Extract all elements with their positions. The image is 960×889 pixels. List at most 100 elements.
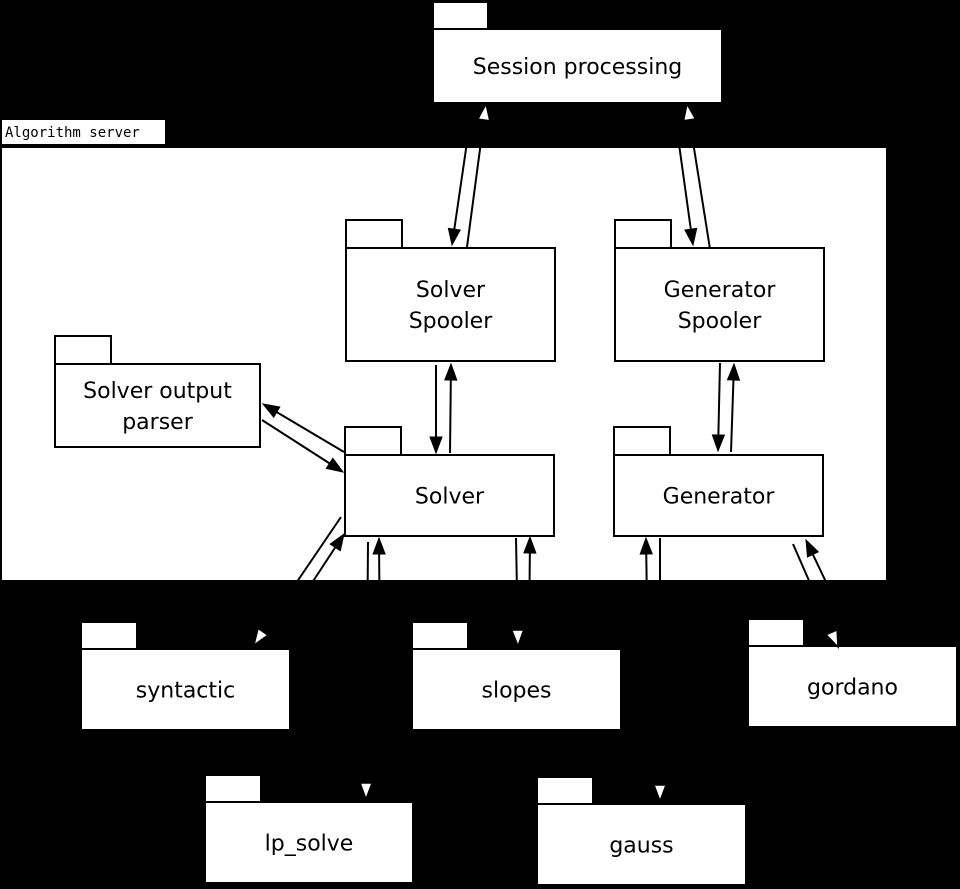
filled-arrowhead xyxy=(805,538,820,558)
connection-lp-solve-to-solver xyxy=(372,536,386,801)
connection-line xyxy=(262,516,342,633)
package-syntactic: syntactic xyxy=(80,621,291,731)
package-label: Spooler xyxy=(678,309,762,334)
package-body xyxy=(747,645,958,728)
packages-layer: Session processingSolverSpoolerGenerator… xyxy=(54,1,958,886)
connection-gauss-to-generator xyxy=(639,536,653,802)
package-body xyxy=(345,247,556,362)
connection-solver-spooler-to-session xyxy=(466,101,491,248)
connection-session-to-solver-spooler xyxy=(447,107,473,247)
filled-arrowhead xyxy=(444,362,458,381)
package-label: Generator xyxy=(663,485,776,510)
connection-slopes-to-solver xyxy=(523,535,537,647)
connection-generator-to-generator-spooler xyxy=(726,362,741,453)
filled-arrowhead xyxy=(684,227,698,247)
package-tab xyxy=(536,776,594,805)
package-body xyxy=(411,648,622,731)
filled-arrowhead xyxy=(711,434,726,453)
connection-solver-to-solver-spooler xyxy=(444,362,458,454)
package-tab xyxy=(613,426,671,456)
package-label: Session processing xyxy=(473,55,683,80)
package-tab xyxy=(204,774,262,803)
package-gordano: gordano xyxy=(747,618,958,728)
connection-solver-to-lp-solve xyxy=(359,541,374,802)
open-arrowhead xyxy=(510,629,525,649)
package-label: gordano xyxy=(807,676,898,701)
package-label: Solver output xyxy=(83,379,232,404)
package-label: Solver xyxy=(416,278,486,303)
package-lp-solve: lp_solve xyxy=(204,774,414,884)
connections-layer xyxy=(252,101,857,804)
filled-arrowhead xyxy=(429,436,443,455)
filled-arrowhead xyxy=(639,536,653,555)
connection-line xyxy=(688,119,711,250)
package-label: Solver xyxy=(415,485,485,510)
filled-arrowhead xyxy=(325,457,345,473)
package-tab xyxy=(54,335,112,365)
open-arrowhead xyxy=(476,101,491,122)
connection-generator-to-gordano xyxy=(792,543,839,649)
connection-line xyxy=(792,543,833,633)
connection-solver-spooler-to-solver xyxy=(429,365,443,455)
package-slopes: slopes xyxy=(411,621,622,731)
connection-line xyxy=(365,541,369,784)
open-arrowhead xyxy=(359,782,374,802)
open-arrowhead xyxy=(682,101,697,122)
algorithm-server-label: Algorithm server xyxy=(5,125,140,141)
package-solver: Solver xyxy=(344,426,555,537)
package-body xyxy=(613,454,824,537)
package-body xyxy=(614,247,825,362)
filled-arrowhead xyxy=(523,535,537,554)
connection-gordano-to-generator xyxy=(805,538,857,646)
algorithm-server-tab xyxy=(0,118,167,146)
connection-line xyxy=(528,552,531,647)
open-arrowhead xyxy=(252,627,270,647)
connection-session-to-generator-spooler xyxy=(673,107,698,247)
package-label: lp_solve xyxy=(265,832,354,857)
package-body xyxy=(54,363,261,448)
package-tab xyxy=(344,426,402,456)
package-tab xyxy=(345,219,403,249)
connection-line xyxy=(673,107,692,230)
connection-line xyxy=(730,379,735,453)
package-body xyxy=(80,648,291,731)
filled-arrowhead xyxy=(329,532,345,552)
package-label: gauss xyxy=(609,834,673,859)
filled-arrowhead xyxy=(447,227,461,247)
connection-solver-to-syntactic xyxy=(252,516,342,647)
package-session: Session processing xyxy=(432,1,723,104)
package-label: parser xyxy=(122,410,193,435)
open-arrowhead xyxy=(652,784,668,804)
package-body xyxy=(536,803,747,886)
connection-line xyxy=(269,546,337,648)
package-body xyxy=(204,801,414,884)
filled-arrowhead xyxy=(726,362,741,381)
connection-line xyxy=(466,119,485,248)
package-tab xyxy=(80,621,138,650)
connection-syntactic-to-solver xyxy=(269,532,345,648)
connection-output-parser-to-solver xyxy=(261,419,345,473)
open-arrowhead xyxy=(824,628,839,649)
connection-line xyxy=(453,107,473,230)
package-label: Spooler xyxy=(409,309,493,334)
package-output-parser: Solver output parser xyxy=(54,335,261,448)
connection-solver-to-slopes xyxy=(510,537,525,649)
package-tab xyxy=(432,1,489,30)
package-tab xyxy=(411,621,469,650)
package-gauss: gauss xyxy=(536,776,747,886)
connection-solver-to-output-parser xyxy=(261,403,345,453)
package-label: slopes xyxy=(482,679,552,704)
package-label: Generator xyxy=(664,278,777,303)
package-generator: Generator xyxy=(613,426,824,537)
package-body xyxy=(432,28,723,104)
connection-generator-to-gauss xyxy=(652,538,668,804)
connection-line xyxy=(449,379,452,454)
filled-arrowhead xyxy=(261,403,281,419)
connection-line xyxy=(515,537,519,631)
connection-line xyxy=(811,554,857,646)
connection-line xyxy=(717,362,721,436)
package-tab xyxy=(747,618,805,647)
